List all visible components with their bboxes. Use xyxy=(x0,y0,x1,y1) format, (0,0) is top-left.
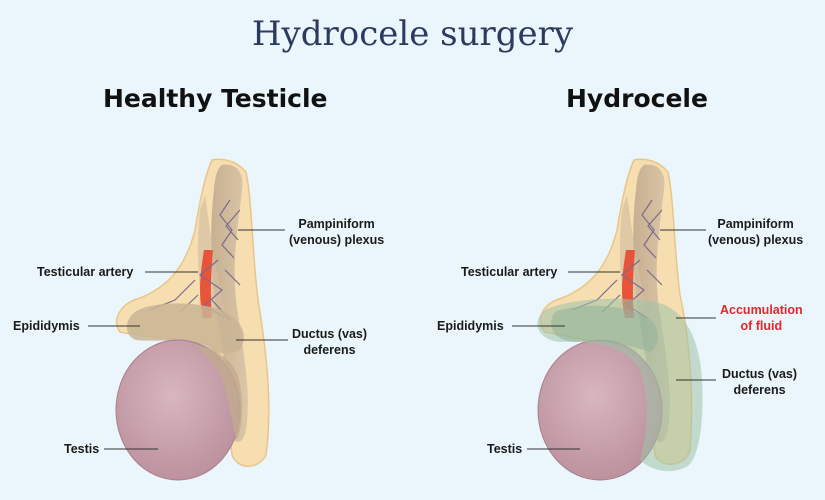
hydrocele-label-ductus: Ductus (vas) deferens xyxy=(722,366,797,398)
hydrocele-label-fluid-line1: Accumulation xyxy=(720,303,803,317)
hydrocele-label-plexus-line2: (venous) plexus xyxy=(708,233,804,247)
hydrocele-label-fluid-line2: of fluid xyxy=(740,319,783,333)
healthy-diagram xyxy=(88,158,288,481)
healthy-leaders xyxy=(88,229,288,450)
hydrocele-heading: Hydrocele xyxy=(566,84,708,113)
hydrocele-label-ductus-line2: deferens xyxy=(733,383,786,397)
hydrocele-label-plexus-line1: Pampiniform xyxy=(717,217,794,231)
healthy-label-ductus-line2: deferens xyxy=(303,343,356,357)
healthy-cord xyxy=(211,164,248,442)
hydrocele-label-plexus: Pampiniform (venous) plexus xyxy=(708,216,803,248)
hydrocele-diagram xyxy=(512,158,716,481)
fluid-accumulation xyxy=(537,298,703,472)
healthy-label-plexus-line2: (venous) plexus xyxy=(289,233,385,247)
healthy-label-ductus: Ductus (vas) deferens xyxy=(292,326,367,358)
healthy-heading: Healthy Testicle xyxy=(103,84,328,113)
healthy-label-ductus-line1: Ductus (vas) xyxy=(292,327,368,341)
hydrocele-label-epididymis: Epididymis xyxy=(437,319,504,333)
healthy-label-plexus-line1: Pampiniform xyxy=(298,217,375,231)
healthy-epididymis xyxy=(126,303,244,354)
hydrocele-leaders xyxy=(512,229,716,450)
hydrocele-label-testis: Testis xyxy=(487,442,523,456)
healthy-label-plexus: Pampiniform (venous) plexus xyxy=(289,216,384,248)
healthy-label-testis: Testis xyxy=(64,442,100,456)
hydrocele-label-artery: Testicular artery xyxy=(461,265,558,279)
hydrocele-label-fluid: Accumulation of fluid xyxy=(720,302,803,334)
page-title: Hydrocele surgery xyxy=(251,14,574,54)
hydrocele-label-ductus-line1: Ductus (vas) xyxy=(722,367,798,381)
healthy-label-epididymis: Epididymis xyxy=(13,319,80,333)
healthy-label-artery: Testicular artery xyxy=(37,265,134,279)
